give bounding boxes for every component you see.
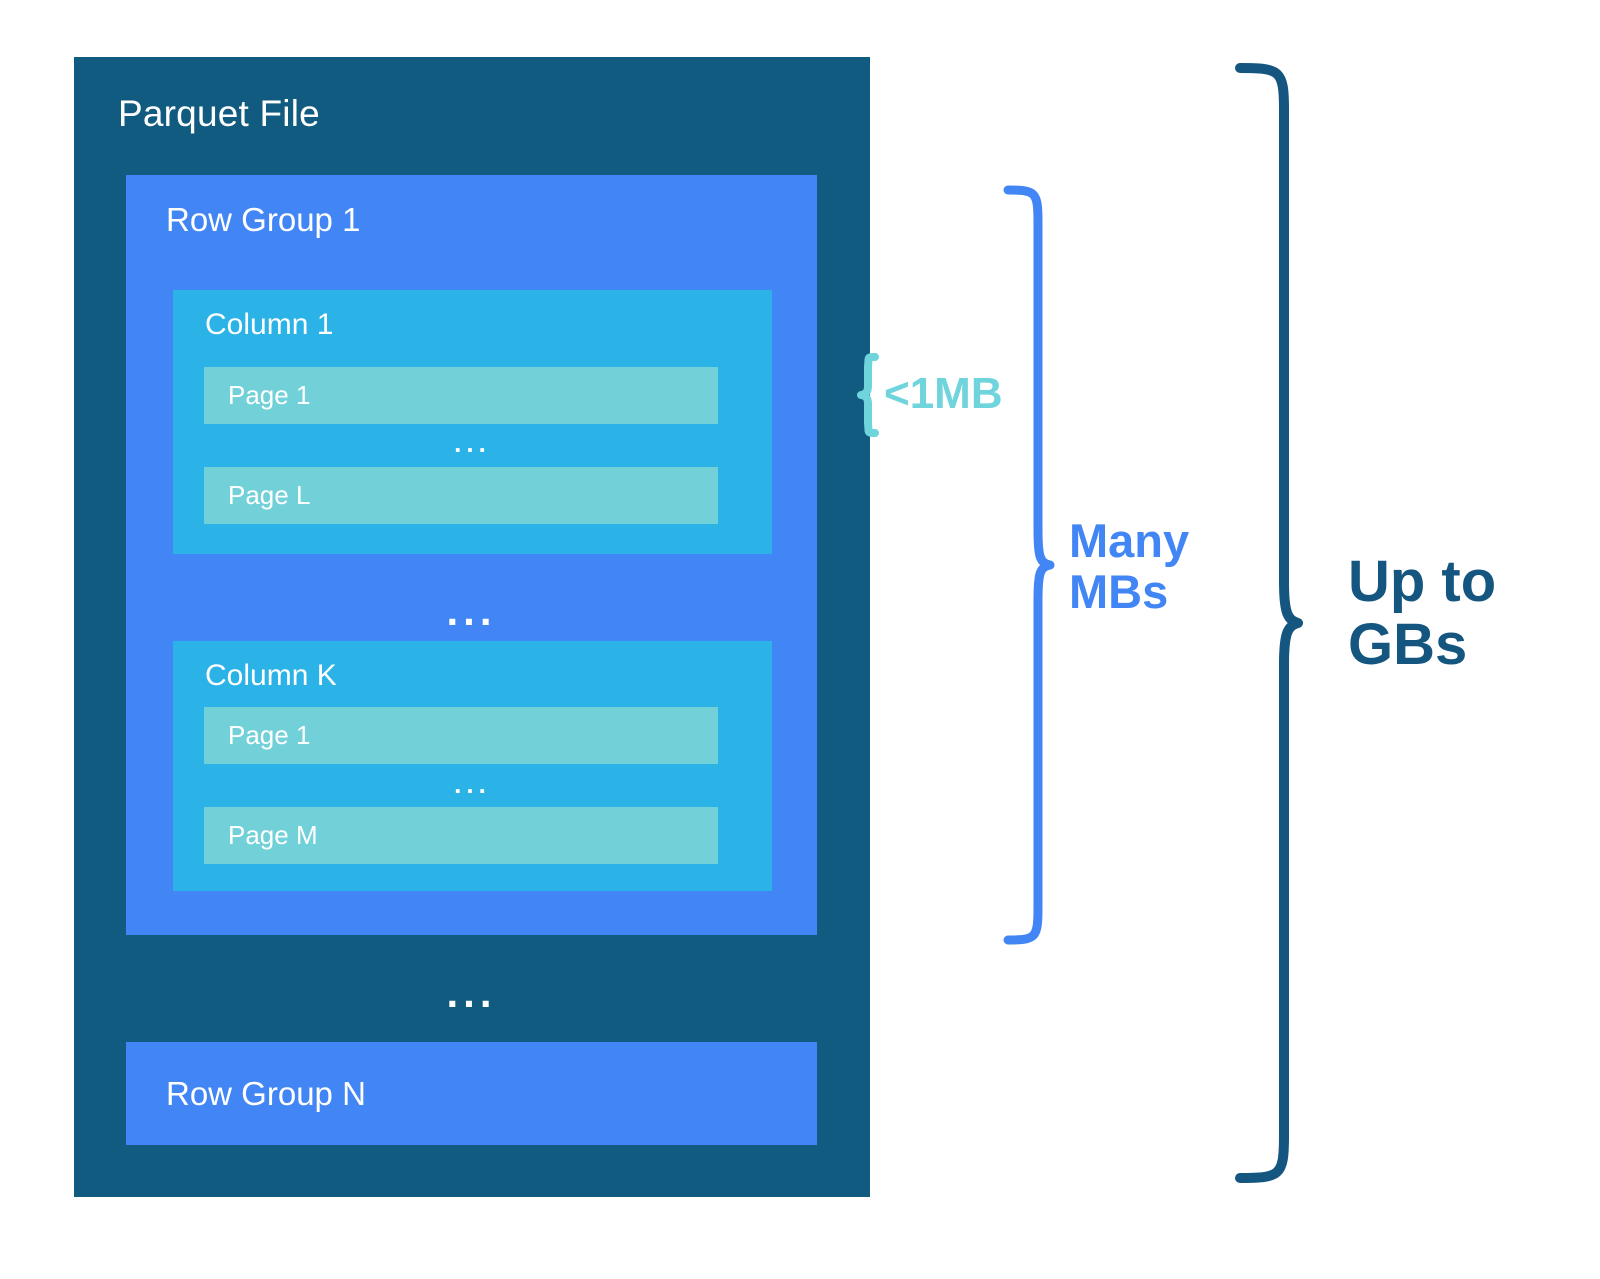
page-size-brace-icon	[857, 353, 879, 437]
page-box: Page 1	[204, 707, 718, 764]
pages-ellipsis: ...	[454, 428, 491, 458]
column-1-box: Column 1 Page 1 ... Page L	[173, 290, 772, 554]
row-group-size-line-1: Many	[1069, 514, 1190, 567]
row-group-size-line-2: MBs	[1069, 564, 1169, 618]
page-box: Page 1	[204, 367, 718, 424]
page-label: Page 1	[228, 720, 311, 750]
page-box: Page L	[204, 467, 718, 524]
columns-ellipsis: ...	[446, 587, 497, 634]
row-group-size-brace-icon	[1003, 185, 1055, 945]
page-label: Page M	[228, 820, 318, 850]
row-group-n-label: Row Group N	[166, 1075, 366, 1112]
page-label: Page L	[228, 480, 311, 510]
column-1-label: Column 1	[205, 308, 334, 341]
row-group-1-label: Row Group 1	[166, 201, 361, 238]
row-groups-ellipsis: ...	[446, 969, 497, 1016]
row-group-n-box: Row Group N	[126, 1042, 817, 1145]
page-label: Page 1	[228, 380, 311, 410]
file-size-line-1: Up to	[1348, 549, 1497, 614]
page-size-annotation-label: <1MB	[884, 369, 1003, 418]
column-k-box: Column K Page 1 ... Page M	[173, 641, 772, 891]
file-size-line-2: GBs	[1348, 611, 1468, 677]
page-box: Page M	[204, 807, 718, 864]
column-k-label: Column K	[205, 659, 337, 692]
parquet-file-box: Parquet File Row Group 1 Column 1 Page 1…	[74, 57, 870, 1197]
parquet-file-title: Parquet File	[118, 93, 320, 134]
row-group-1-box: Row Group 1 Column 1 Page 1 ... Page L .…	[126, 175, 817, 935]
file-size-brace-icon	[1235, 63, 1303, 1183]
pages-ellipsis: ...	[454, 769, 491, 799]
